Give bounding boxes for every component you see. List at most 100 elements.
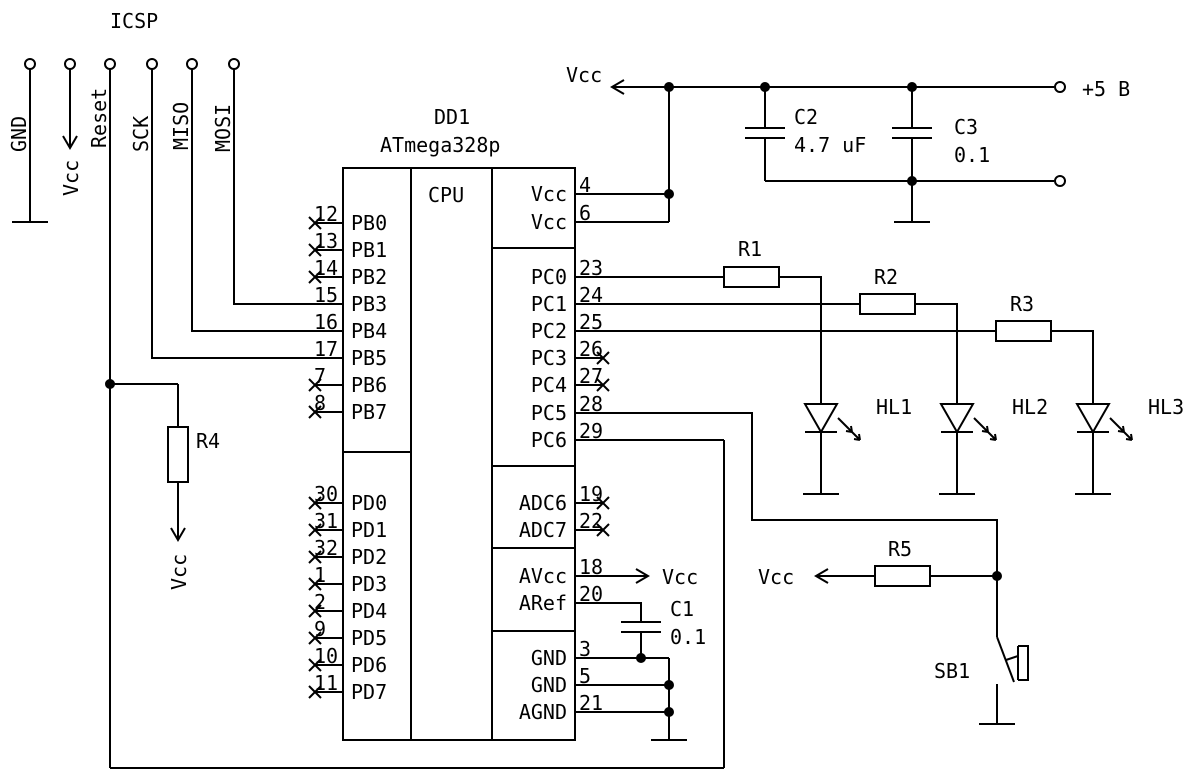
chip-part-name: ATmega328p (380, 133, 500, 157)
pin-name: Vcc (531, 182, 567, 206)
r5-label: R5 (888, 537, 912, 561)
pin-number: 7 (314, 364, 326, 388)
pin-name: PC6 (531, 428, 567, 452)
pin-number: 16 (314, 310, 338, 334)
pin-number: 29 (579, 419, 603, 443)
pin-number: 31 (314, 509, 338, 533)
hl1-label: HL1 (876, 395, 912, 419)
avcc-vcc-label: Vcc (662, 565, 698, 589)
hl2-label: HL2 (1012, 395, 1048, 419)
chip-pin-gnd: 3 GND (531, 637, 591, 670)
junction-dot (664, 707, 674, 717)
pin-name: PC2 (531, 319, 567, 343)
sb1-label: SB1 (934, 659, 970, 683)
r2-label: R2 (874, 265, 898, 289)
capacitor-c2: C2 4.7 uF (745, 87, 866, 181)
icsp-pin-label: Vcc (59, 160, 83, 196)
chip-body (342, 167, 576, 741)
pin-number: 5 (579, 664, 591, 688)
pin-number: 19 (579, 482, 603, 506)
icsp-pin-mosi: MOSI (211, 58, 343, 305)
pin-number: 10 (314, 644, 338, 668)
pin-name: Vcc (531, 210, 567, 234)
pin-number: 15 (314, 283, 338, 307)
pin-number: 32 (314, 536, 338, 560)
pin-name: PB7 (351, 400, 387, 424)
pin-name: PB0 (351, 211, 387, 235)
pin-number: 4 (579, 173, 591, 197)
pin-name: PD6 (351, 653, 387, 677)
pin-name: GND (531, 646, 567, 670)
icsp-pin-vcc: Vcc (59, 58, 83, 196)
pin-name: PB3 (351, 292, 387, 316)
vcc-rail-label: Vcc (566, 63, 602, 87)
pin-name: PD2 (351, 545, 387, 569)
pin-number: 2 (314, 590, 326, 614)
icsp-pin-gnd: GND (7, 58, 48, 223)
pin-name: PC4 (531, 373, 567, 397)
pin-number: 1 (314, 563, 326, 587)
power-supply: Vcc +5 B C2 4.7 uF C3 0.1 (566, 63, 1130, 223)
icsp-pin-sck: SCK (129, 58, 343, 359)
r3-label: R3 (1010, 292, 1034, 316)
icsp-pin-label: Reset (87, 88, 111, 148)
pin-number: 8 (314, 391, 326, 415)
supply-label: +5 B (1082, 77, 1130, 101)
pin-name: ADC6 (519, 491, 567, 515)
chip-pin-vcc: 4 Vcc (531, 173, 591, 206)
icsp-title: ICSP (110, 9, 158, 33)
icsp-pin-label: MISO (169, 102, 193, 150)
icsp-pin-miso: MISO (169, 58, 343, 332)
junction-dot (664, 189, 674, 199)
chip-pin-pc6: 29 PC6 (531, 419, 603, 452)
chip-pin-pd3: 1 PD3 (308, 563, 387, 596)
chip-pin-pb3: 15 PB3 (314, 283, 387, 316)
chip-pin-gnd: 5 GND (531, 664, 591, 697)
chip-core-label: CPU (428, 183, 464, 207)
led-output-3: R3 HL3 (575, 292, 1184, 495)
analog-supply: Vcc C1 0.1 (575, 565, 706, 741)
chip-pin-pc4: 27 PC4 (531, 364, 610, 397)
pin-name: PD0 (351, 491, 387, 515)
pin-number: 3 (579, 637, 591, 661)
icsp-pin-label: MOSI (211, 104, 235, 152)
c1-ref: C1 (670, 597, 694, 621)
icsp-pin-label: GND (7, 116, 31, 152)
chip-right-pins: 4Vcc6Vcc23PC024PC125PC226PC327PC428PC529… (519, 173, 610, 724)
pin-name: PD3 (351, 572, 387, 596)
pin-name: PB1 (351, 238, 387, 262)
pin-name: PC5 (531, 401, 567, 425)
pin-name: AGND (519, 700, 567, 724)
junction-dot (907, 176, 917, 186)
pin-name: GND (531, 673, 567, 697)
pin-number: 9 (314, 617, 326, 641)
pin-number: 30 (314, 482, 338, 506)
pin-number: 27 (579, 364, 603, 388)
pin-name: PB5 (351, 346, 387, 370)
r4-vcc-label: Vcc (167, 554, 191, 590)
capacitor-c3: C3 0.1 (892, 87, 990, 223)
chip-pin-adc6: 19 ADC6 (519, 482, 610, 515)
pin-name: ADC7 (519, 518, 567, 542)
icsp-header: ICSP GND Vcc Reset (7, 9, 725, 769)
button-sb1: R5 Vcc SB1 (575, 412, 1029, 725)
pin-name: PB6 (351, 373, 387, 397)
chip-pin-pd0: 30 PD0 (308, 482, 387, 515)
chip-refdes: DD1 (434, 105, 470, 129)
c3-value: 0.1 (954, 143, 990, 167)
pin-name: PB2 (351, 265, 387, 289)
pin-name: PB4 (351, 319, 387, 343)
pin-name: PD7 (351, 680, 387, 704)
